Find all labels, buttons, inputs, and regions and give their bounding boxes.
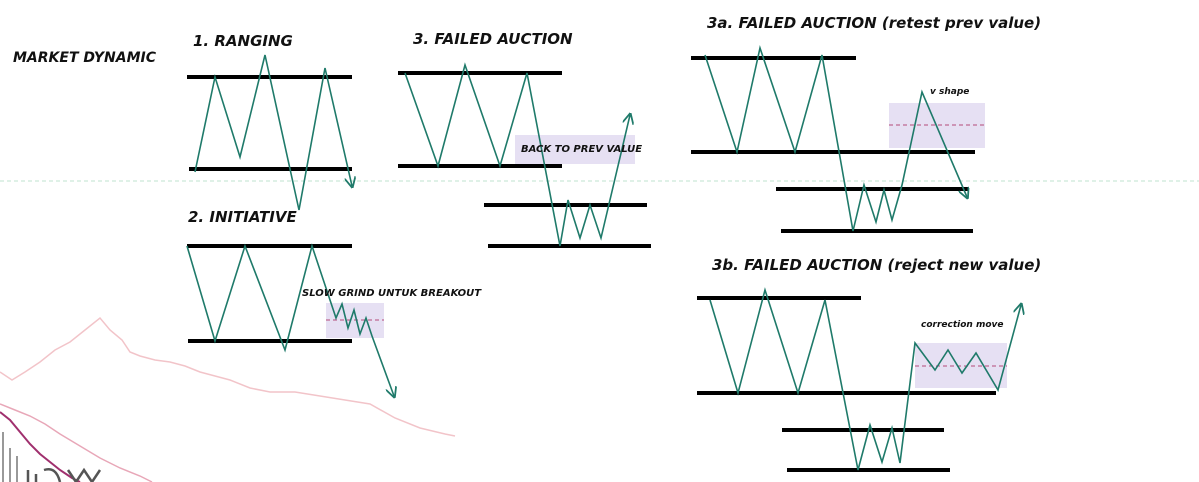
price-path	[404, 62, 630, 247]
ranging-label: 1. RANGING	[193, 32, 293, 50]
initiative-panel	[186, 243, 394, 396]
back-to-prev-annotation: BACK TO PREV VALUE	[521, 144, 643, 155]
failed-auction-reject-label: 3b. FAILED AUCTION (reject new value)	[712, 256, 1042, 274]
correction-move-annotation: correction move	[921, 320, 1004, 330]
background-chart-line-dark	[0, 411, 81, 482]
price-path	[194, 54, 352, 211]
background-price-chart	[0, 316, 456, 482]
price-path	[704, 45, 967, 232]
ranging-panel	[187, 54, 352, 211]
value-area-highlight	[515, 135, 635, 164]
watermark-fragment	[26, 467, 102, 482]
background-chart-line-mid	[0, 403, 153, 482]
failed-auction-label: 3. FAILED AUCTION	[413, 30, 573, 48]
failed-auction-reject-panel	[697, 287, 1021, 472]
failed-auction-panel	[398, 62, 651, 248]
slow-grind-annotation: SLOW GRIND UNTUK BREAKOUT	[302, 288, 482, 299]
diagram-title: MARKET DYNAMIC	[13, 50, 157, 66]
price-path	[709, 287, 1021, 471]
failed-auction-retest-panel	[691, 45, 985, 233]
background-chart-line-light	[0, 316, 456, 437]
initiative-label: 2. INITIATIVE	[188, 208, 297, 226]
price-path	[186, 243, 394, 396]
failed-auction-retest-label: 3a. FAILED AUCTION (retest prev value)	[707, 14, 1042, 32]
v-shape-annotation: v shape	[930, 87, 970, 97]
